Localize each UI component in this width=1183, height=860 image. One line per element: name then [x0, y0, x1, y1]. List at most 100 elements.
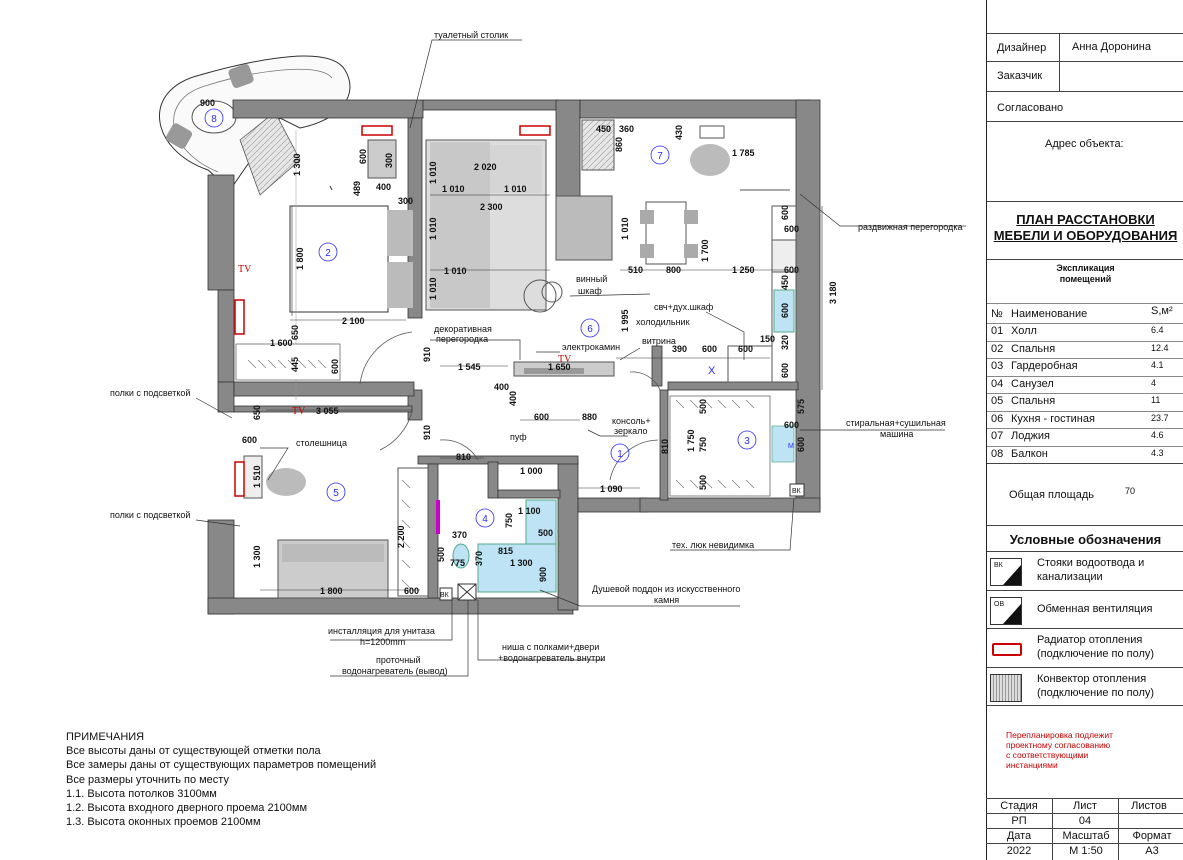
dim: 390	[672, 344, 687, 354]
room-numbers: 1 2 3 4 5 6 7 8	[204, 108, 757, 528]
room-area: 4.3	[1151, 447, 1164, 458]
dim: 600	[784, 265, 799, 275]
sheet-title-line1: ПЛАН РАССТАНОВКИ	[1016, 212, 1155, 227]
dim: 2 100	[342, 316, 365, 326]
doors	[359, 331, 661, 481]
explication-title: Экспликация	[1056, 263, 1115, 273]
room-no: 01	[991, 325, 1004, 337]
total-value: 70	[1125, 486, 1136, 496]
dim: 900	[200, 98, 215, 108]
stamp: Стадия Лист Листов РП 04 Дата Масштаб Фо…	[986, 798, 1183, 860]
legend-row: Конвектор отопления(подключение по полу)	[987, 666, 1183, 706]
note-line: Все размеры уточнить по месту	[66, 773, 229, 786]
explication-header: Экспликация помещений	[987, 259, 1183, 304]
format-label: Формат	[1132, 830, 1172, 842]
room-name: Кухня - гостиная	[1011, 412, 1095, 425]
room-no: 07	[991, 430, 1004, 442]
room-area: 23.7	[1151, 412, 1169, 423]
bed	[289, 205, 389, 313]
col-no: №	[991, 308, 1003, 320]
room-number-7: 7	[657, 151, 663, 162]
room-no: 03	[991, 360, 1004, 372]
dim: 600	[780, 363, 790, 378]
dim: 2 200	[396, 525, 406, 548]
room-area: 4.6	[1151, 430, 1164, 440]
dim: 1 010	[442, 184, 465, 194]
room-name: Гардеробная	[1011, 360, 1078, 372]
client-label: Заказчик	[997, 70, 1043, 82]
designer-row: Дизайнер Анна Доронина	[987, 33, 1183, 62]
label-tv: TV	[238, 264, 252, 275]
balcony-chair	[165, 123, 193, 149]
dim: 1 010	[620, 217, 630, 240]
date-value: 2022	[1006, 845, 1032, 857]
closet	[397, 467, 429, 597]
radiator-icon	[361, 125, 393, 136]
radiator-icon	[519, 125, 551, 136]
dim: 910	[422, 425, 432, 440]
title-block: Дизайнер Анна Доронина Заказчик Согласов…	[986, 0, 1183, 860]
dim: 600	[702, 344, 717, 354]
dim: 320	[780, 335, 790, 350]
sink-mark: X	[708, 365, 716, 377]
dim: 400	[508, 391, 518, 406]
dim: 600	[358, 149, 368, 164]
label-console-2: зеркало	[614, 426, 648, 436]
dim: 1 700	[700, 239, 710, 262]
legend-title-row: Условные обозначения	[987, 525, 1183, 552]
note-row	[987, 705, 1183, 799]
dim: 800	[666, 265, 681, 275]
dim: 500	[698, 475, 708, 490]
dim: 1 300	[510, 558, 533, 568]
room-area: 6.4	[1151, 325, 1164, 335]
dim: 300	[398, 196, 413, 206]
radiator-icon	[234, 299, 245, 335]
dim: 750	[698, 437, 708, 452]
nightstand	[367, 139, 397, 179]
room-area: 12.4	[1151, 342, 1169, 353]
bedroom-5	[234, 455, 429, 599]
dim: 810	[660, 439, 670, 454]
col-area: S,м²	[1151, 305, 1173, 317]
legend-text: Радиатор отопления	[1037, 634, 1143, 646]
room-name: Спальня	[1011, 395, 1056, 407]
col-name: Наименование	[1011, 308, 1088, 320]
label-console: консоль+	[612, 416, 651, 426]
loggia-chair	[690, 144, 730, 176]
dim: 1 100	[518, 506, 541, 516]
washer	[771, 425, 795, 463]
radiator-icon	[234, 461, 245, 497]
approved-label: Согласовано	[997, 102, 1064, 114]
dim: 1 000	[520, 466, 543, 476]
dim: 500	[538, 528, 553, 538]
dim: 445	[290, 357, 300, 372]
dim: 1 510	[252, 465, 262, 488]
wardrobe-strip	[235, 343, 341, 381]
loggia	[581, 119, 790, 191]
note-line: 1.3. Высота оконных проемов 2100мм	[66, 816, 261, 829]
label-wine-2: шкаф	[578, 286, 602, 296]
sheets-label: Листов	[1131, 800, 1167, 812]
dim: 1 010	[504, 184, 527, 194]
stage-label: Стадия	[1000, 800, 1038, 812]
room-name: Санузел	[1011, 377, 1054, 390]
dim: 880	[582, 412, 597, 422]
balcony-area	[159, 55, 351, 196]
dim: 1 545	[458, 362, 481, 372]
dim: 650	[290, 325, 300, 340]
label-fridge: холодильник	[636, 317, 690, 327]
dim: 600	[534, 412, 549, 422]
dim: 650	[252, 405, 262, 420]
dim: 600	[404, 586, 419, 596]
approved-row: Согласовано	[987, 91, 1183, 122]
room-number-6: 6	[587, 324, 593, 335]
dim: 1 995	[620, 309, 630, 332]
note-line: Все высоты даны от существующей отметки …	[66, 745, 321, 758]
dim: 860	[614, 137, 624, 152]
scale-value: М 1:50	[1069, 845, 1103, 857]
